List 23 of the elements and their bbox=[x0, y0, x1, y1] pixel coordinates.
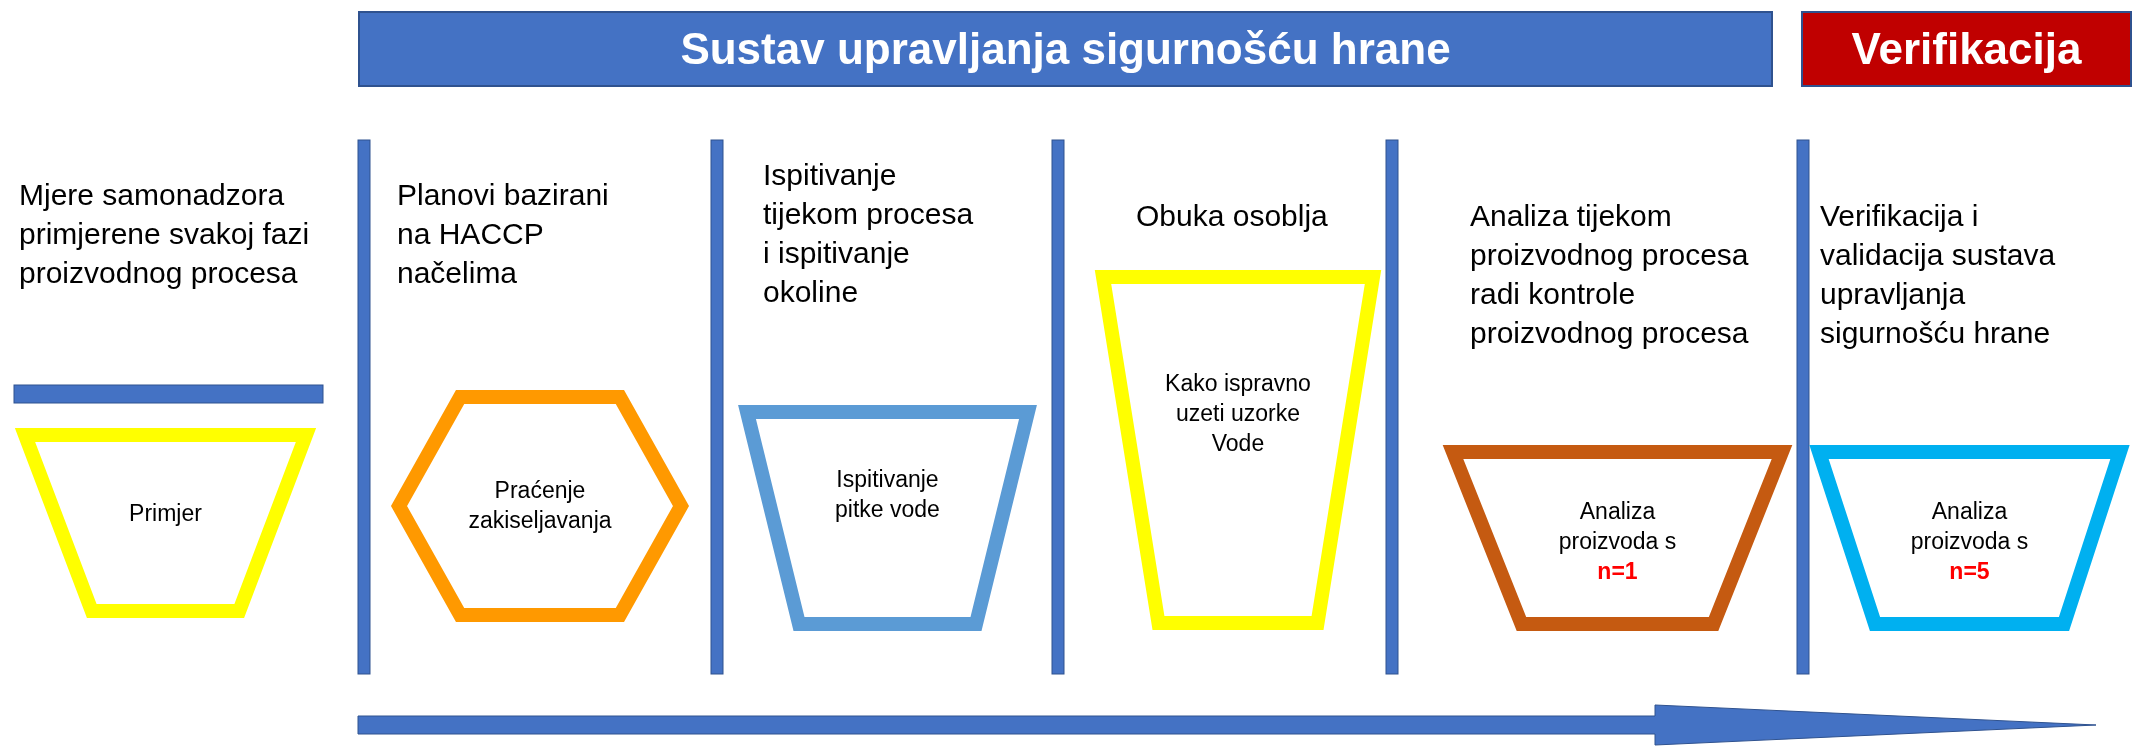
column-heading: Planovi bazirani na HACCP načelima bbox=[397, 177, 610, 291]
shape-label: Analiza proizvoda s bbox=[1909, 496, 2030, 556]
sample-size: n=5 bbox=[1949, 556, 1990, 586]
banner-title: Verifikacija bbox=[1851, 23, 2082, 76]
trapezoid-shape bbox=[1812, 445, 2127, 631]
shape-label: Ispitivanje pitke vode bbox=[834, 465, 941, 525]
title-banner bbox=[1801, 11, 2132, 87]
trapezoid-shape bbox=[18, 428, 313, 618]
shape-label: Primjer bbox=[129, 498, 202, 528]
banner-title: Sustav upravljanja sigurnošću hrane bbox=[680, 23, 1451, 76]
shape-label: Praćenje zakiseljavanja bbox=[467, 476, 613, 535]
column-heading: Verifikacija i validacija sustava upravljanja sigurnošću hrane bbox=[1820, 198, 2057, 351]
column-heading: Ispitivanje tijekom procesa i ispitivanje okoline bbox=[763, 157, 975, 310]
column-heading: Analiza tijekom proizvodnog procesa radi kontrole proizvodnog procesa bbox=[1470, 198, 1750, 351]
trapezoid-shape bbox=[1096, 270, 1380, 630]
column-heading: Mjere samonadzora primjerene svakoj fazi proizvodnog procesa bbox=[19, 177, 311, 291]
shape-label: Analiza proizvoda s bbox=[1557, 496, 1678, 556]
column-heading: Obuka osoblja bbox=[1136, 198, 1329, 234]
hexagon-shape bbox=[392, 390, 688, 622]
shape-label: Kako ispravno uzeti uzorke Vode bbox=[1164, 369, 1312, 458]
title-banner bbox=[358, 11, 1773, 87]
sample-size: n=1 bbox=[1597, 556, 1638, 586]
trapezoid-shape bbox=[740, 405, 1035, 631]
